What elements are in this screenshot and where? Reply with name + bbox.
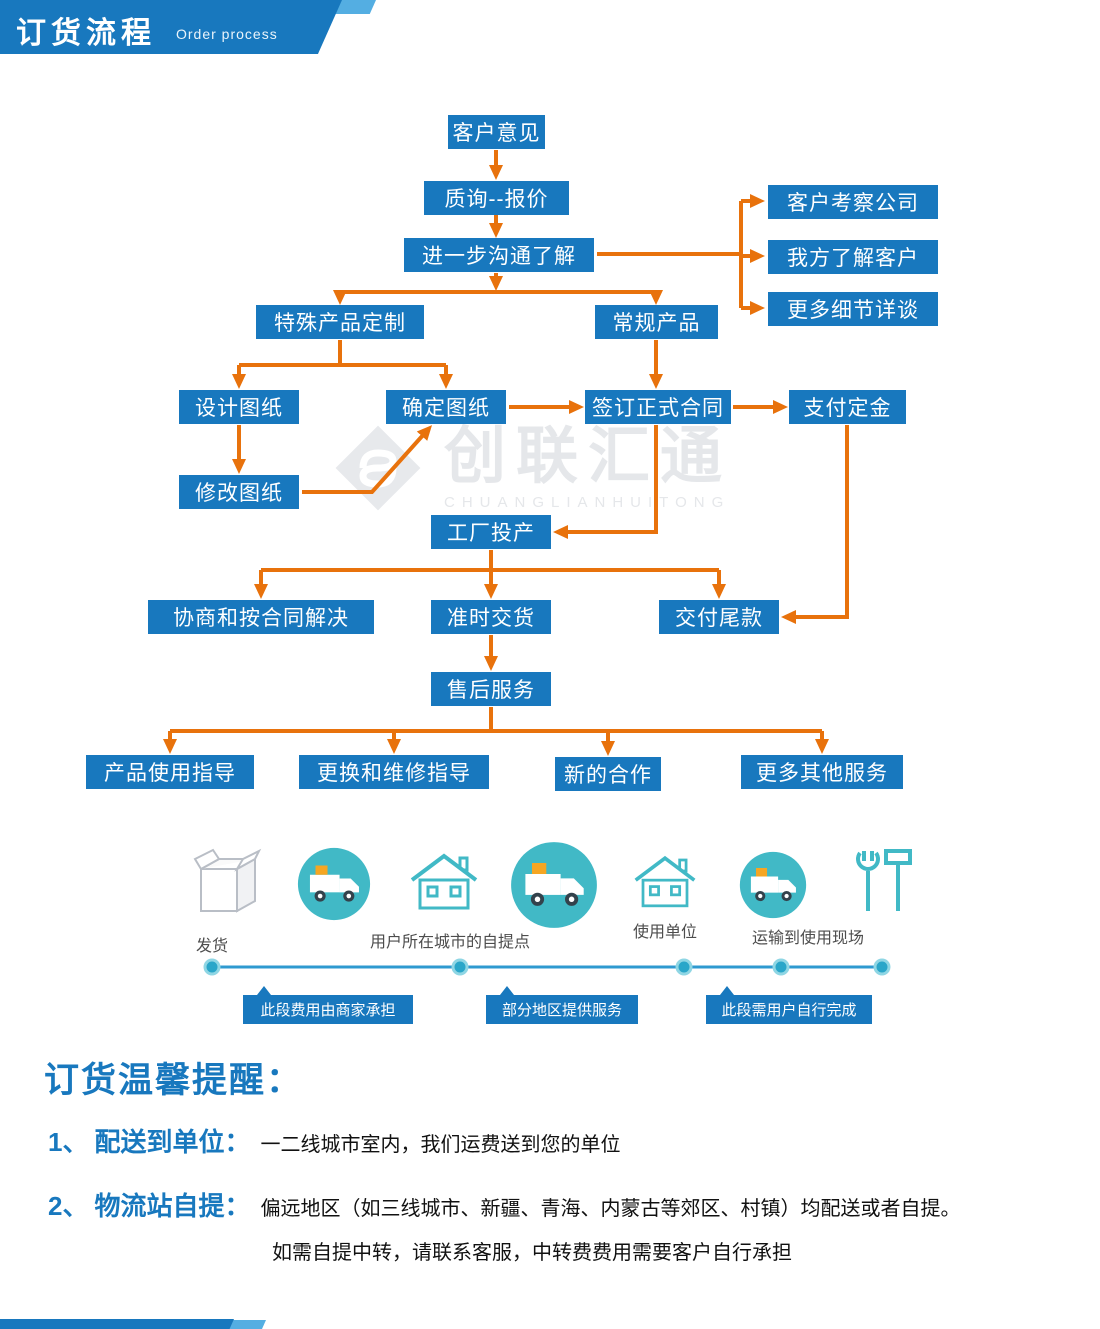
delivery-truck-icon: [739, 851, 807, 919]
pickup-house-icon: [410, 853, 478, 910]
node-we-know-customer: 我方了解客户: [768, 240, 938, 274]
tag-partial-region-service: 部分地区提供服务: [486, 986, 638, 1024]
watermark: 创联汇通 CHUANGLIANHUITONG: [330, 420, 732, 516]
node-usage-guide: 产品使用指导: [86, 755, 254, 789]
footer-banner: [0, 1319, 234, 1329]
timeline: [203, 958, 891, 976]
node-new-cooperation: 新的合作: [555, 757, 661, 791]
notice-item-number: 2、: [48, 1191, 89, 1221]
tools-icon: [856, 849, 912, 911]
delivery-truck-icon: [297, 847, 371, 921]
step-label-transport-site: 运输到使用现场: [751, 930, 864, 947]
node-replace-repair-guide: 更换和维修指导: [299, 755, 489, 789]
notice-item-self-pickup: 2、 物流站自提： 偏远地区（如三线城市、新疆、青海、内蒙古等郊区、村镇）均配送…: [48, 1186, 960, 1223]
node-design-drawing: 设计图纸: [179, 390, 299, 424]
node-customer-opinion: 客户意见: [448, 115, 545, 149]
notice-item-delivery: 1、 配送到单位： 一二线城市室内，我们运费送到您的单位: [48, 1122, 620, 1159]
node-regular-product: 常规产品: [595, 305, 718, 339]
node-after-sales-service: 售后服务: [431, 672, 551, 706]
delivery-truck-icon: [511, 842, 597, 928]
package-box-icon: [193, 848, 262, 913]
node-sign-contract: 签订正式合同: [585, 390, 731, 424]
user-house-icon: [634, 855, 696, 908]
notice-title: 订货温馨提醒：: [44, 1061, 304, 1100]
page-subtitle: Order process: [176, 26, 278, 42]
tag-user-self-complete: 此段需用户自行完成: [706, 986, 872, 1024]
node-on-time-delivery: 准时交货: [431, 600, 551, 634]
watermark-text: 创联汇通: [444, 421, 733, 491]
node-pay-balance: 交付尾款: [659, 600, 779, 634]
page-title: 订货流程: [16, 17, 156, 50]
node-more-other-services: 更多其他服务: [741, 755, 903, 789]
node-modify-drawing: 修改图纸: [179, 475, 299, 509]
watermark-subtext: CHUANGLIANHUITONG: [444, 493, 731, 511]
node-negotiate-per-contract: 协商和按合同解决: [148, 600, 374, 634]
notice-item-desc-continued: 如需自提中转，请联系客服，中转费费用需要客户自行承担: [272, 1242, 792, 1264]
node-customer-visit-company: 客户考察公司: [768, 185, 938, 219]
notice-item-term: 物流站自提：: [94, 1191, 251, 1221]
step-label-shipment: 发货: [195, 938, 228, 955]
node-further-communication: 进一步沟通了解: [404, 238, 594, 272]
node-pay-deposit: 支付定金: [789, 390, 906, 424]
notice-item-desc: 偏远地区（如三线城市、新疆、青海、内蒙古等郊区、村镇）均配送或者自提。: [260, 1198, 961, 1220]
node-more-details-talk: 更多细节详谈: [768, 292, 938, 326]
node-confirm-drawing: 确定图纸: [386, 390, 506, 424]
node-inquiry-quote: 质询--报价: [424, 181, 569, 215]
notice-item-number: 1、: [48, 1127, 89, 1157]
step-label-city-pickup: 用户所在城市的自提点: [369, 934, 530, 951]
tag-merchant-covers-cost: 此段费用由商家承担: [243, 986, 413, 1024]
step-label-user-unit: 使用单位: [632, 924, 697, 941]
node-factory-production: 工厂投产: [431, 515, 551, 549]
watermark-logo-icon: [335, 425, 421, 511]
notice-item-desc: 一二线城市室内，我们运费送到您的单位: [260, 1134, 621, 1156]
notice-item-term: 配送到单位：: [94, 1127, 251, 1157]
node-custom-product: 特殊产品定制: [256, 305, 424, 339]
